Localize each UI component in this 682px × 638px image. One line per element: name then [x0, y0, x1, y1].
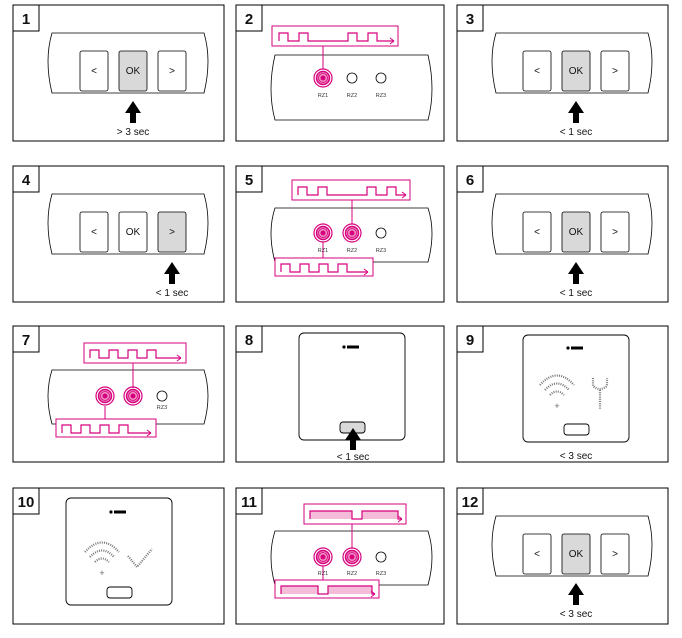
led-icon [123, 386, 143, 406]
wrench-icon [591, 378, 609, 409]
led-icon [375, 227, 387, 239]
step-caption: < 3 sec [560, 451, 593, 462]
zone-label: RZ3 [376, 571, 386, 577]
step-2-panel: 2 RZ1 RZ2 RZ3 [235, 4, 445, 142]
svg-text:+: + [554, 401, 559, 411]
right-button: > [612, 66, 618, 77]
step-6-panel: 6 < OK > < 1 sec [456, 165, 669, 303]
step-number: 4 [22, 172, 31, 189]
wifi-icon [84, 541, 120, 563]
zone-label: RZ3 [376, 248, 386, 254]
step-number: 3 [466, 11, 474, 28]
ok-button: OK [569, 549, 584, 560]
left-button: < [534, 549, 540, 560]
checkmark-icon [127, 548, 153, 569]
logo-icon [566, 346, 583, 350]
zone-label: RZ3 [376, 93, 386, 99]
step-number: 1 [22, 11, 30, 28]
step-number: 2 [245, 11, 253, 28]
step-number: 8 [245, 332, 253, 349]
step-8-panel: 8 < 1 sec [235, 325, 445, 463]
step-number: 12 [462, 494, 479, 511]
step-7-panel: 7 RZ3 [12, 325, 225, 463]
step-caption: > 3 sec [117, 127, 150, 138]
zone-label: RZ1 [318, 571, 328, 577]
right-button: > [612, 549, 618, 560]
zone-label: RZ2 [347, 571, 357, 577]
step-number: 11 [241, 494, 257, 511]
logo-icon [109, 510, 126, 514]
svg-text:+: + [99, 568, 104, 578]
led-icon [156, 390, 168, 402]
led-icon [342, 547, 362, 567]
step-10-panel: 10 + [12, 487, 225, 625]
ok-button: OK [126, 66, 141, 77]
led-icon [375, 72, 387, 84]
step-1-panel: 1 < OK > > 3 sec [12, 4, 225, 142]
led-icon [313, 223, 333, 243]
zone-label: RZ2 [347, 248, 357, 254]
led-icon [375, 551, 387, 563]
device-button [106, 586, 133, 599]
left-button: < [534, 66, 540, 77]
step-11-panel: 11 RZ1 RZ2 RZ3 [235, 487, 445, 625]
step-number: 10 [18, 494, 35, 511]
step-caption: < 1 sec [560, 127, 593, 138]
left-button: < [91, 66, 97, 77]
step-caption: < 1 sec [337, 452, 370, 463]
step-caption: < 1 sec [156, 288, 189, 299]
step-9-panel: 9 + < 3 sec [456, 325, 669, 463]
ok-button: OK [126, 227, 141, 238]
led-icon [95, 386, 115, 406]
zone-label: RZ3 [157, 405, 167, 411]
step-caption: < 3 sec [560, 609, 593, 620]
step-number: 5 [245, 172, 253, 189]
wifi-icon [539, 374, 575, 396]
led-icon [346, 72, 358, 84]
led-icon [313, 547, 333, 567]
led-icon [313, 68, 333, 88]
step-12-panel: 12 < OK > < 3 sec [456, 487, 669, 625]
led-icon [342, 223, 362, 243]
step-4-panel: 4 < OK > < 1 sec [12, 165, 225, 303]
right-button: > [169, 227, 175, 238]
zone-label: RZ2 [347, 93, 357, 99]
step-3-panel: 3 < OK > < 1 sec [456, 4, 669, 142]
ok-button: OK [569, 227, 584, 238]
step-number: 6 [466, 172, 474, 189]
right-button: > [169, 66, 175, 77]
step-5-panel: 5 RZ1 RZ2 RZ3 [235, 165, 445, 303]
logo-icon [342, 345, 359, 349]
left-button: < [91, 227, 97, 238]
step-number: 7 [22, 332, 30, 349]
left-button: < [534, 227, 540, 238]
step-number: 9 [466, 332, 474, 349]
step-caption: < 1 sec [560, 288, 593, 299]
zone-label: RZ1 [318, 93, 328, 99]
thermostat-device [522, 334, 630, 443]
ok-button: OK [569, 66, 584, 77]
right-button: > [612, 227, 618, 238]
device-button [563, 423, 590, 436]
zone-label: RZ1 [318, 248, 328, 254]
